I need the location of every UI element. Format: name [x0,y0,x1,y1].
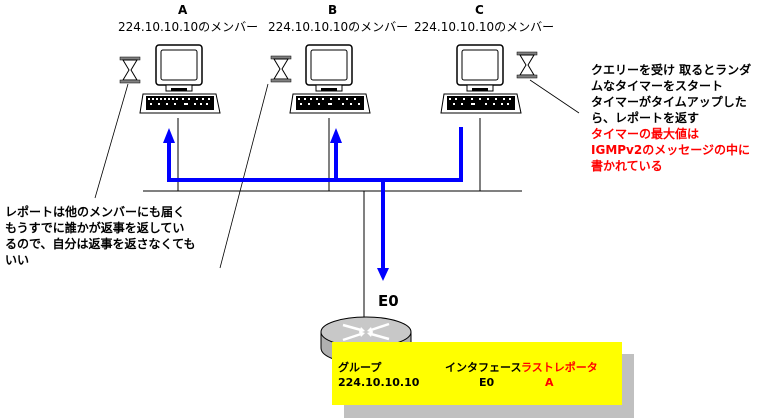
report-note-line: るので、自分は返事を返さなくても [5,237,196,251]
arrow-head-to-a [163,128,175,143]
callout-line-a [94,83,129,199]
table-header-group: グループ [338,361,382,374]
report-flow-line [167,127,463,182]
hourglass-icon-a [119,56,141,84]
table-cell-last-reporter: A [545,376,554,389]
timer-note-line: タイマーがタイムアップした [591,95,747,109]
timer-max-note-line: 書かれている [591,159,663,173]
table-header-interface: インタフェース [445,361,522,374]
host-b-label: B [328,3,338,17]
timer-note-line: ら、レポートを返す [591,111,700,125]
host-a-membership: 224.10.10.10のメンバー [118,20,259,34]
router-interface-label: E0 [378,292,399,310]
report-note: レポートは他のメンバーにも届く もうすでに誰かが返事を返してい るので、自分は返… [5,204,196,268]
computer-icon-c [440,44,522,114]
timer-max-note-line: タイマーの最大値は [591,127,700,141]
computer-icon-b [289,44,371,114]
report-note-line: もうすでに誰かが返事を返してい [5,221,185,235]
host-c-label: C [475,3,484,17]
host-a-label: A [178,3,188,17]
timer-note-line: クエリーを受け 取るとランダ [591,63,752,77]
timer-note-line: ムなタイマーをスタート [591,79,724,93]
hourglass-icon-b [270,55,292,83]
hourglass-icon-c [516,51,538,79]
timer-note: クエリーを受け 取るとランダ ムなタイマーをスタート タイマーがタイムアップした… [591,62,751,174]
report-flow-arrows [167,127,463,270]
table-header-last-reporter: ラストレポータ [521,361,598,374]
arrow-head-to-router [377,268,389,281]
timer-max-note-line: IGMPv2のメッセージの中に [591,143,750,157]
table-cell-group: 224.10.10.10 [338,376,420,389]
table-cell-interface: E0 [479,376,495,389]
callout-line-c [529,79,580,114]
report-note-line: いい [5,253,30,267]
report-note-line: レポートは他のメンバーにも届く [5,205,186,219]
host-c-membership: 224.10.10.10のメンバー [414,20,555,34]
host-b-membership: 224.10.10.10のメンバー [268,20,409,34]
arrow-head-to-b [330,128,342,143]
computer-icon-a [139,44,221,114]
group-table: グループ インタフェース ラストレポータ 224.10.10.10 E0 A [332,342,622,405]
callout-line-b [219,83,269,269]
